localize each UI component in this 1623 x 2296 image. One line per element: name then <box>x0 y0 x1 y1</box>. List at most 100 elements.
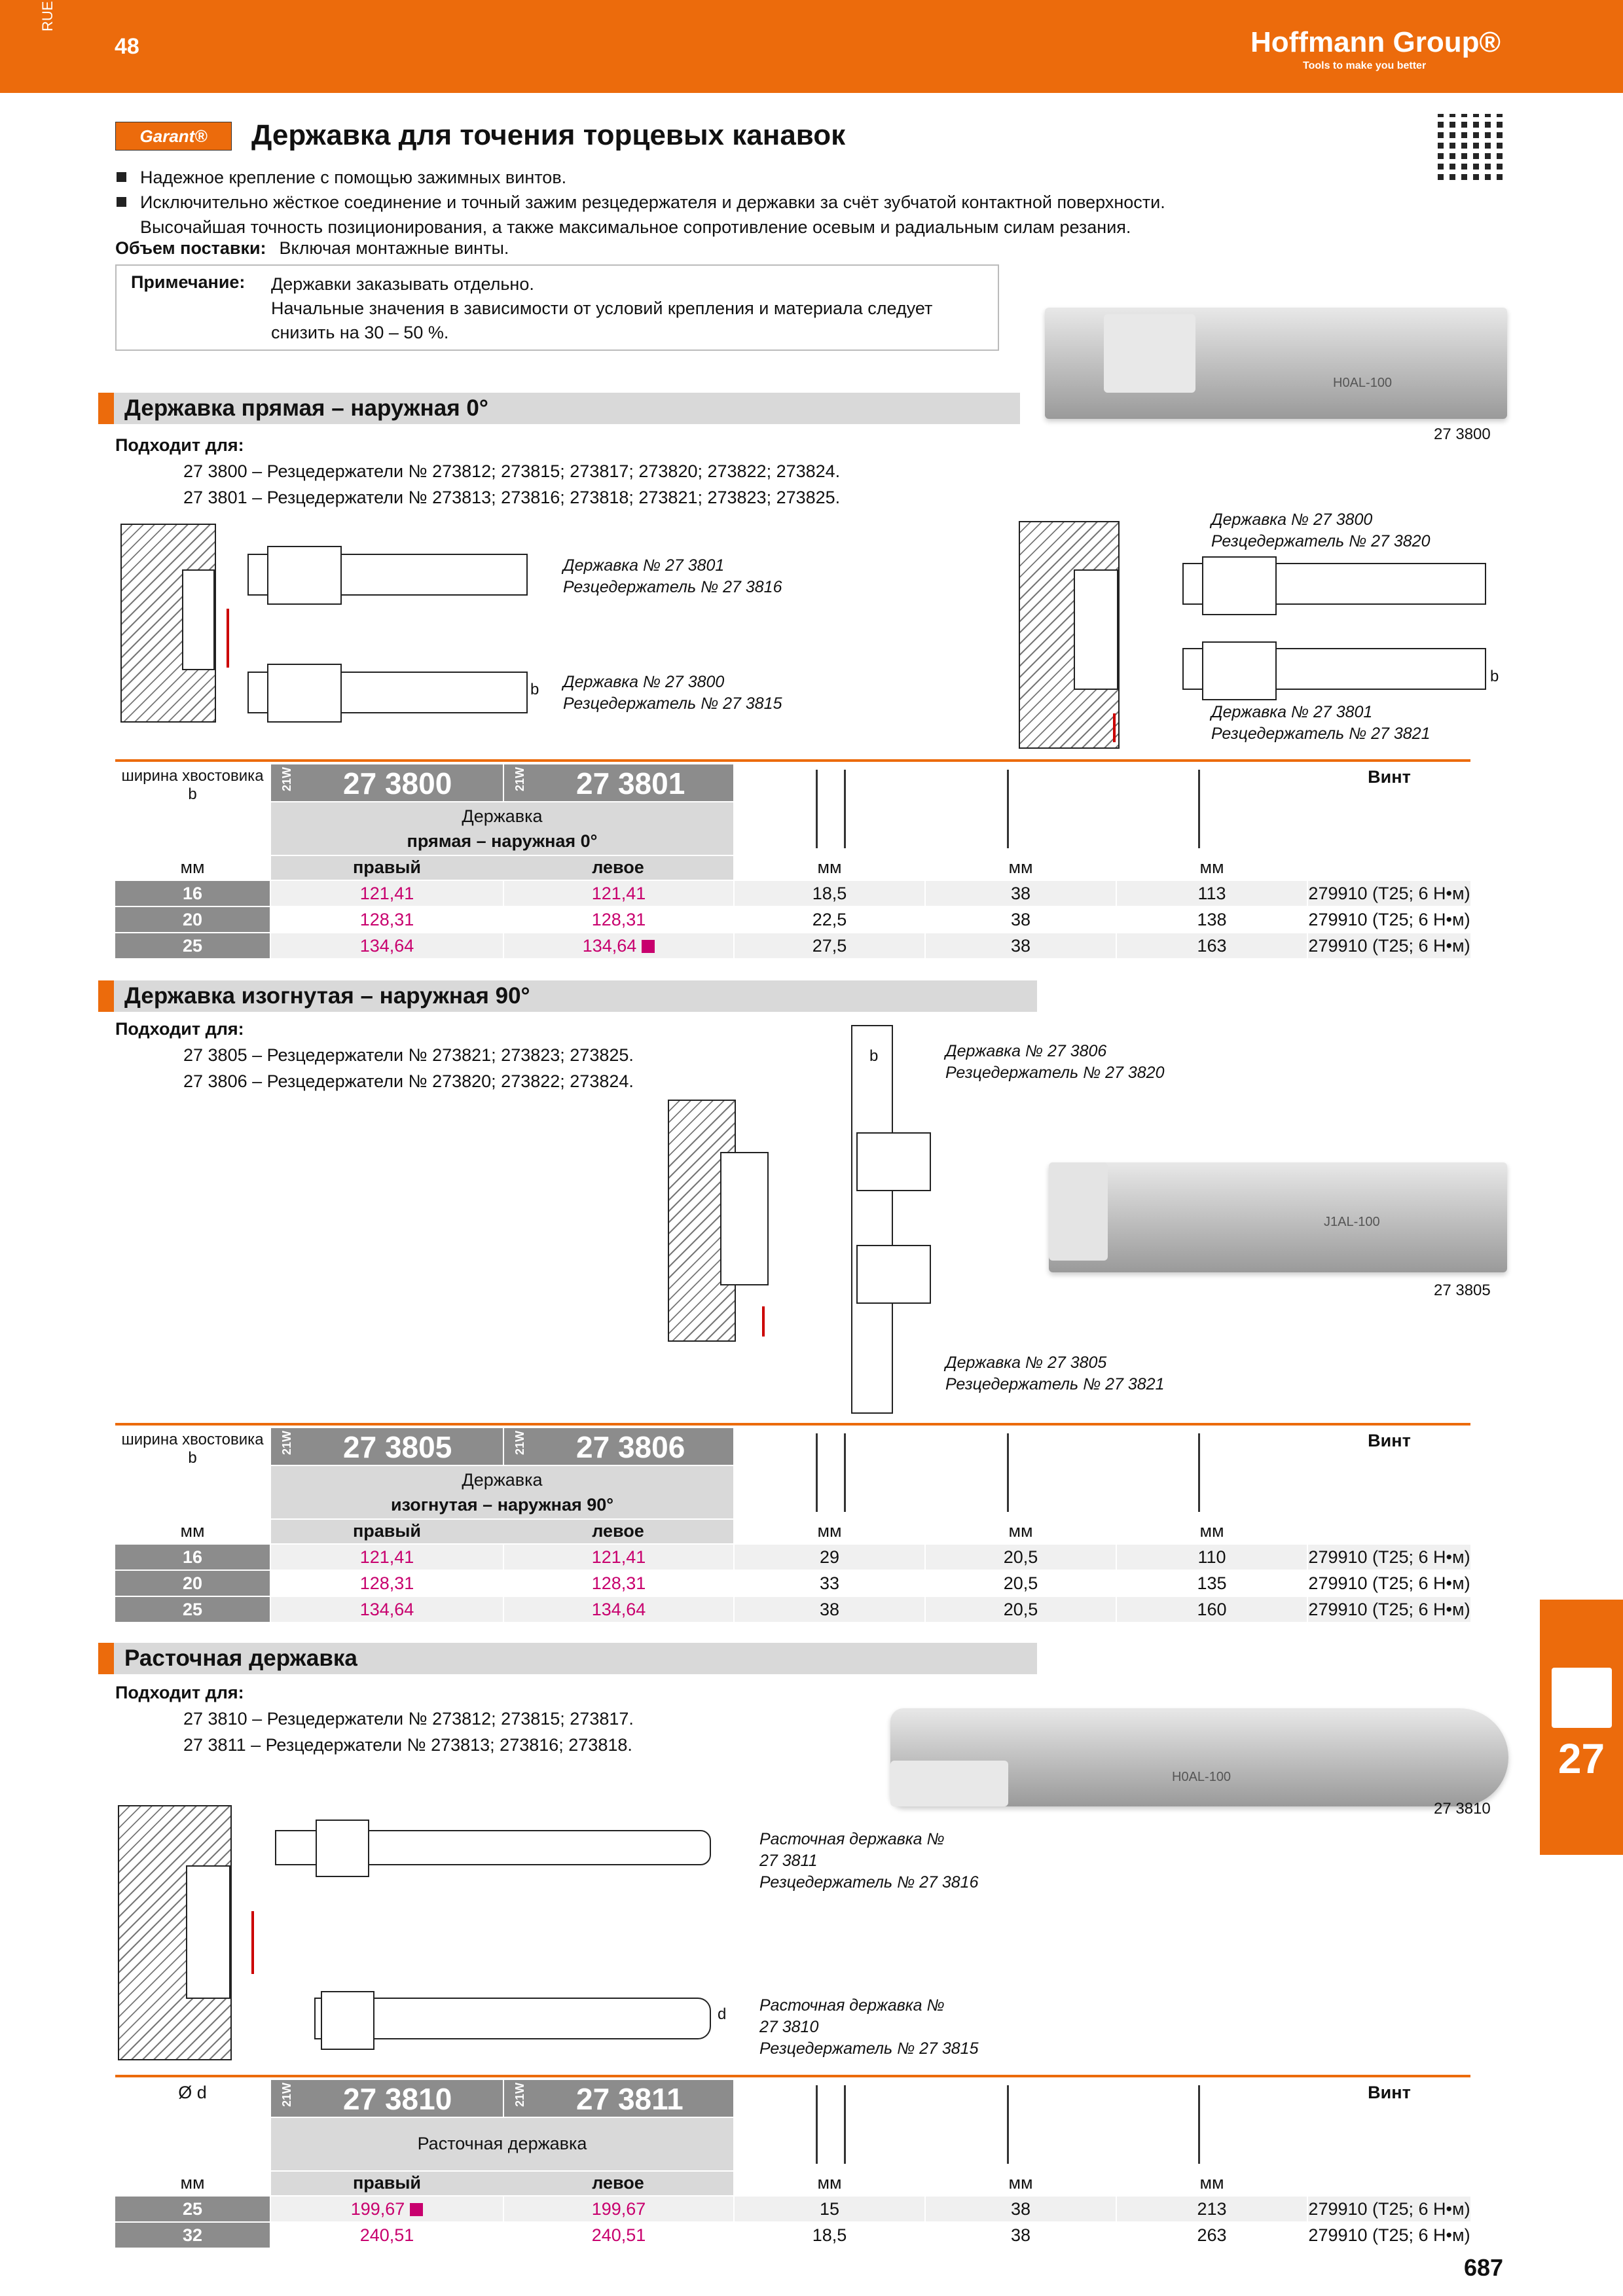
fits-item: 27 3810 – Резцедержатели № 273812; 27381… <box>183 1709 634 1729</box>
article-number: 27 3805 <box>343 1430 452 1464</box>
caption-line: Резцедержатель № 27 3821 <box>1211 725 1431 743</box>
article-header: 21W 27 3806 <box>504 1428 733 1465</box>
qr-code-icon[interactable] <box>1438 114 1508 185</box>
article-number: 27 3810 <box>343 2082 452 2116</box>
language-code: RUE <box>39 1 56 31</box>
scope-of-delivery: Объем поставки:Включая монтажные винты. <box>115 238 509 259</box>
drawing-caption: Державка № 27 3806 Резцедержатель № 27 3… <box>945 1041 1165 1084</box>
caption-line: Резцедержатель № 27 3816 <box>759 1873 979 1892</box>
price-left: 134,64 <box>504 1597 733 1622</box>
row-key: 16 <box>115 881 270 906</box>
dim-d-label: d <box>718 2005 727 2023</box>
col-header-symbol: b <box>188 785 197 803</box>
table-rule <box>115 759 1470 762</box>
dim-value: 22,5 <box>812 910 847 929</box>
article-header: 21W 27 3805 <box>271 1428 503 1465</box>
section-title-bent: Державка изогнутая – наружная 90° <box>98 980 1037 1012</box>
description-line: Расточная державка <box>417 2134 587 2153</box>
chapter-tab[interactable]: 27 <box>1540 1600 1623 1855</box>
boring-bar-drawing-273810 <box>314 1998 711 2039</box>
photo-article: 27 3800 <box>1434 425 1491 443</box>
col-header-label: ширина хвостовика <box>121 767 264 785</box>
fits-list-bent: Подходит для: 27 3805 – Резцедержатели №… <box>115 1016 634 1094</box>
article-header: 21W 27 3801 <box>504 764 733 801</box>
tag-label: 21W <box>513 766 527 792</box>
fits-item: 27 3811 – Резцедержатели № 273813; 27381… <box>183 1735 632 1755</box>
feed-arrow-icon <box>251 1911 254 1974</box>
unit-label: мм <box>817 857 842 877</box>
unit-label: мм <box>817 2173 842 2193</box>
brand-name: Hoffmann Group® <box>1250 26 1501 58</box>
screw-value: 279910 (T25; 6 Н•м) <box>1308 1597 1470 1622</box>
row-key: 25 <box>115 933 270 958</box>
price-right: 128,31 <box>271 907 503 932</box>
caption-line: Державка № 27 3805 <box>945 1354 1107 1372</box>
feature-item: Исключительно жёсткое соединение и точны… <box>115 190 1165 215</box>
col-header-symbol: b <box>188 1449 197 1467</box>
caption-line: 27 3810 <box>759 2018 819 2036</box>
price-right: 121,41 <box>271 881 503 906</box>
row-key: 32 <box>115 2223 270 2248</box>
table-row: 20 128,31 128,31 33 20,5 135 279910 (T25… <box>115 1571 1470 1597</box>
article-number: 27 3800 <box>343 766 452 800</box>
fits-list-boring: Подходит для: 27 3810 – Резцедержатели №… <box>115 1679 634 1758</box>
tag-label: 21W <box>280 1430 294 1456</box>
price-left: 128,31 <box>504 1571 733 1596</box>
fits-item: 27 3800 – Резцедержатели № 273812; 27381… <box>183 461 841 481</box>
left-hand-label: левое <box>592 1521 644 1541</box>
dim-value: 38 <box>735 1597 924 1622</box>
tag-label: 21W <box>280 2082 294 2108</box>
dimension-icon <box>1198 2085 1226 2164</box>
article-header: 21W 27 3811 <box>504 2080 733 2117</box>
note-box: Примечание: Державки заказывать отдельно… <box>115 264 999 351</box>
hand-header: правый левое <box>271 856 733 880</box>
row-key: 25 <box>115 1597 270 1622</box>
cutter-drawing <box>267 664 342 723</box>
hand-header: правый левое <box>271 1520 733 1543</box>
drawing-caption: Державка № 27 3805 Резцедержатель № 27 3… <box>945 1352 1165 1395</box>
unit-label: мм <box>1008 1521 1033 1541</box>
cutter-drawing <box>321 1991 374 2050</box>
dim-value: 29 <box>735 1545 924 1570</box>
description-line: изогнутая – наружная 90° <box>390 1495 614 1515</box>
article-number: 27 3801 <box>576 766 685 800</box>
unit-label: мм <box>1008 2173 1033 2193</box>
drawing-caption: Расточная державка № 27 3811 Резцедержат… <box>759 1829 979 1893</box>
unit-label: мм <box>1199 2173 1224 2193</box>
description-header: Державка прямая – наружная 0° <box>271 802 733 855</box>
holder-head <box>1104 314 1195 393</box>
caption-line: Державка № 27 3800 <box>563 673 725 691</box>
product-table-bent: ширина хвостовика b 21W 27 3805 21W 27 3… <box>115 1423 1470 1622</box>
unit-label: мм <box>180 2173 205 2193</box>
dimension-icon <box>1007 2085 1035 2164</box>
caption-line: Державка № 27 3806 <box>945 1042 1107 1060</box>
table-row: 25 134,64 134,64 38 20,5 160 279910 (T25… <box>115 1597 1470 1623</box>
price-left: 199,67 <box>504 2197 733 2221</box>
scope-label: Объем поставки: <box>115 238 266 258</box>
dimension-icon <box>816 2085 846 2164</box>
dim-value: 38 <box>1010 2225 1031 2245</box>
cutter-drawing <box>1202 641 1277 700</box>
caption-line: Державка № 27 3801 <box>1211 703 1373 721</box>
page-number-top: 48 <box>115 34 139 59</box>
fits-item: 27 3806 – Резцедержатели № 273820; 27382… <box>183 1071 634 1091</box>
tag-label: 21W <box>513 1430 527 1456</box>
dimension-icon <box>816 1433 846 1512</box>
cutter-drawing <box>856 1132 931 1191</box>
dimension-icon <box>816 770 846 848</box>
dim-value: 18,5 <box>812 2225 847 2245</box>
screw-value: 279910 (T25; 6 Н•м) <box>1308 1545 1470 1570</box>
screw-header: Винт <box>1368 1431 1411 1450</box>
row-key: 16 <box>115 1545 270 1570</box>
note-text: Державки заказывать отдельно. Начальные … <box>271 272 932 345</box>
table-row: 25 199,67 199,67 15 38 213 279910 (T25; … <box>115 2197 1470 2223</box>
new-item-marker-icon <box>410 2203 424 2216</box>
feed-arrow-icon <box>227 609 229 668</box>
product-photo-273800: H0AL-100 <box>1045 308 1507 419</box>
screw-value: 279910 (T25; 6 Н•м) <box>1308 2197 1470 2221</box>
grooving-insert-icon <box>1552 1668 1612 1728</box>
description-header: Расточная державка <box>271 2118 733 2170</box>
caption-line: Расточная державка № <box>759 1996 945 2015</box>
product-table-straight: ширина хвостовика b 21W 27 3800 21W 27 3… <box>115 759 1470 958</box>
photo-article: 27 3805 <box>1434 1282 1491 1299</box>
